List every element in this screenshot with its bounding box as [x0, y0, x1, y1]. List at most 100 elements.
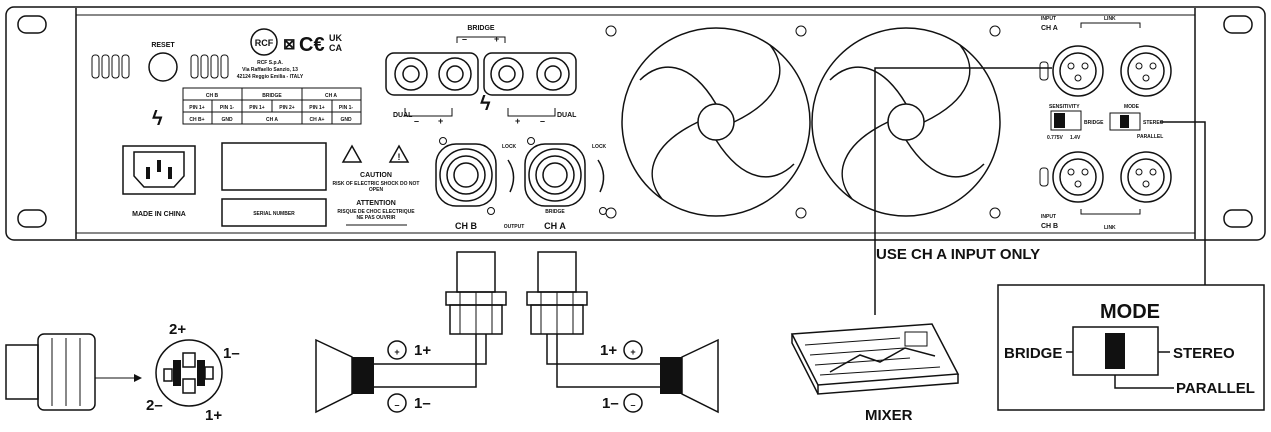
- xlr-link-ch-a[interactable]: [1120, 45, 1172, 97]
- rack-ear-slot: [17, 15, 47, 34]
- mode-stereo-label: STEREO: [1173, 345, 1235, 362]
- mode-small-label: MODE: [1124, 104, 1140, 110]
- mode-callout-title: MODE: [1100, 301, 1160, 323]
- xlr-input-ch-b[interactable]: [1039, 151, 1104, 203]
- speaker-right: [546, 334, 719, 414]
- pin-table-cell: PIN 2+: [279, 105, 295, 111]
- binding-post[interactable]: [490, 57, 524, 91]
- reset-button[interactable]: [148, 52, 178, 82]
- exclamation-warning-icon: [388, 144, 410, 163]
- brand-logo-text: RCF: [255, 38, 274, 48]
- pin-2minus-label: 2–: [146, 397, 163, 414]
- pin-table-cell: CH B+: [189, 117, 204, 123]
- minus-icon: [623, 393, 643, 413]
- vent-slots-left: [91, 54, 130, 79]
- svg-text:–: –: [462, 34, 467, 44]
- sensitivity-label: SENSITIVITY: [1049, 104, 1080, 110]
- lightning-icon: ϟ: [152, 108, 163, 130]
- caution-title: CAUTION: [360, 172, 392, 179]
- ce-mark-icon: C€: [299, 34, 325, 56]
- sens-high-label: 1.4V: [1070, 135, 1081, 141]
- svg-text:+: +: [630, 347, 635, 357]
- right-speaker-plus-label: 1+: [600, 342, 617, 359]
- ukca-mark-top: UK: [329, 33, 342, 43]
- pin-table-cell: PIN 1-: [339, 105, 354, 111]
- ch-a-output-label: CH A: [544, 221, 566, 231]
- cable-plug-right: [526, 251, 588, 335]
- address-line-2: Via Raffaello Sanzio, 13: [242, 67, 298, 73]
- left-speaker-minus-label: 1–: [414, 395, 431, 412]
- pin-table-cell: PIN 1+: [249, 105, 265, 111]
- dual-label-left: DUAL: [393, 112, 413, 119]
- cable-plug-left: [445, 251, 507, 335]
- pin-2plus-label: 2+: [169, 321, 186, 338]
- vent-slots-right: [190, 54, 229, 79]
- pin-1plus-label: 1+: [205, 407, 222, 424]
- speakon-output-ch-b[interactable]: [435, 137, 497, 215]
- svg-text:+: +: [394, 347, 399, 357]
- mixer-label: MIXER: [865, 407, 913, 424]
- made-in-label: MADE IN CHINA: [132, 211, 186, 218]
- mode-parallel-label: PARALLEL: [1176, 380, 1255, 397]
- shock-warning-icon: [341, 144, 363, 163]
- sens-low-label: 0.775V: [1047, 135, 1064, 141]
- bridge-output-label: BRIDGE: [545, 209, 565, 215]
- lightning-icon: ϟ: [480, 93, 491, 115]
- bridge-small-label: BRIDGE: [1084, 120, 1104, 126]
- svg-text:–: –: [414, 116, 419, 126]
- xlr-link-ch-b[interactable]: [1120, 151, 1172, 203]
- rear-panel: [5, 6, 1266, 241]
- pin-table-header: CH A: [325, 93, 337, 99]
- mode-callout-box: MODE BRIDGE STEREO PARALLEL: [997, 284, 1265, 411]
- binding-post[interactable]: [438, 57, 472, 91]
- stereo-small-label: STEREO: [1143, 120, 1164, 126]
- pin-table-header: CH B: [206, 93, 219, 99]
- dual-label-right: DUAL: [557, 112, 577, 119]
- serial-label: SERIAL NUMBER: [253, 211, 295, 217]
- input-label: INPUT: [1041, 214, 1056, 220]
- attention-title: ATTENTION: [356, 200, 396, 207]
- rack-ear-slot: [1223, 15, 1253, 34]
- pin-table-cell: CH A+: [310, 117, 325, 123]
- input-ch-a-label: CH A: [1041, 25, 1058, 32]
- right-speaker-minus-label: 1–: [602, 395, 619, 412]
- exclamation-glyph: !: [398, 152, 401, 162]
- minus-icon: [387, 393, 407, 413]
- serial-plate: [221, 198, 327, 227]
- xlr-input-ch-a[interactable]: [1039, 45, 1104, 97]
- left-speaker-plus-label: 1+: [414, 342, 431, 359]
- parallel-small-label: PARALLEL: [1137, 134, 1163, 140]
- binding-post[interactable]: [394, 57, 428, 91]
- speakon-plug-side: [5, 333, 142, 411]
- rack-ear-slot: [17, 209, 47, 228]
- pin-table-cell: PIN 1+: [309, 105, 325, 111]
- pin-table-cell: GND: [340, 117, 352, 123]
- lock-label: LOCK: [592, 144, 607, 150]
- sensitivity-switch[interactable]: [1050, 110, 1082, 131]
- mixer-cable: [874, 67, 1052, 315]
- rcf-logo: [250, 28, 278, 56]
- speakon-output-bridge-ch-a[interactable]: [524, 137, 607, 215]
- mode-switch[interactable]: [1109, 112, 1141, 131]
- pin-table-cell: GND: [221, 117, 233, 123]
- input-ch-b-label: CH B: [1041, 223, 1058, 230]
- caution-line: RISK OF ELECTRIC SHOCK DO NOT: [333, 181, 420, 187]
- rack-ear-slot: [1223, 209, 1253, 228]
- ukca-mark-bottom: CA: [329, 43, 342, 53]
- weee-icon: ⊠: [283, 36, 296, 53]
- svg-text:–: –: [630, 400, 635, 410]
- pin-table-cell: CH A: [266, 117, 278, 123]
- output-label: OUTPUT: [504, 224, 525, 230]
- plus-icon: [623, 340, 643, 360]
- link-label: LINK: [1104, 16, 1116, 22]
- fan-grille-left: [621, 27, 811, 217]
- caution-line: OPEN: [369, 187, 384, 193]
- binding-post[interactable]: [536, 57, 570, 91]
- mixer-illustration: [790, 323, 960, 395]
- label-plate: [221, 142, 327, 191]
- attention-line: RISQUE DE CHOC ELECTRIQUE: [337, 209, 415, 215]
- input-label: INPUT: [1041, 16, 1056, 22]
- bridge-label: BRIDGE: [467, 25, 495, 32]
- power-inlet: [122, 145, 196, 195]
